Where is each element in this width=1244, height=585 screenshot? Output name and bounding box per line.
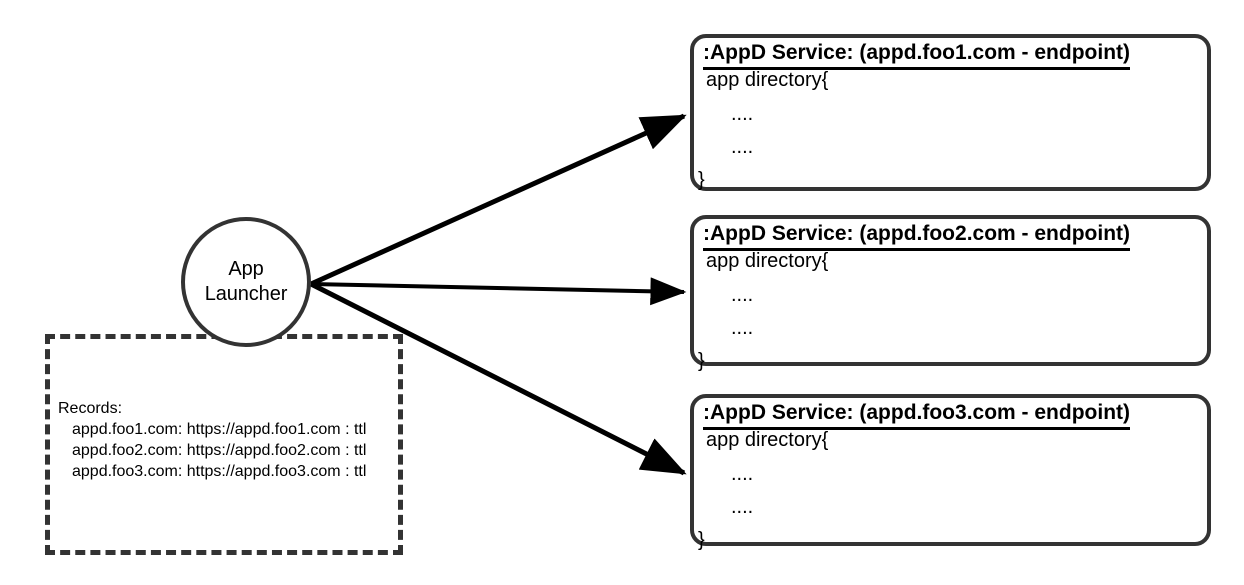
service-directory-entry: ....	[731, 103, 754, 125]
service-body: app directory{ .... .... }	[697, 251, 828, 371]
records-content: Records: appd.foo1.com: https://appd.foo…	[58, 399, 406, 482]
records-title: Records:	[58, 400, 123, 417]
record-entry: appd.foo2.com: https://appd.foo2.com : t…	[72, 442, 367, 459]
record-entry: appd.foo3.com: https://appd.foo3.com : t…	[72, 463, 367, 480]
service-title: :AppD Service: (appd.foo2.com - endpoint…	[703, 221, 1131, 251]
service-directory-entry: ....	[731, 496, 754, 518]
service-box-appd-foo3[interactable]: :AppD Service: (appd.foo3.com - endpoint…	[690, 394, 1211, 550]
service-title: :AppD Service: (appd.foo1.com - endpoint…	[703, 40, 1131, 70]
app-launcher-node[interactable]: App Launcher	[181, 217, 311, 347]
service-directory-entry: ....	[731, 136, 754, 158]
service-directory-open: app directory{	[706, 69, 829, 91]
service-directory-entry: ....	[731, 284, 754, 306]
service-directory-close: }	[698, 529, 705, 551]
service-directory-open: app directory{	[706, 250, 829, 272]
arrow-launcher-to-service-3	[309, 281, 687, 476]
service-box-appd-foo2[interactable]: :AppD Service: (appd.foo2.com - endpoint…	[690, 215, 1211, 371]
service-directory-entry: ....	[731, 317, 754, 339]
service-directory-close: }	[698, 169, 705, 191]
service-directory-entry: ....	[731, 463, 754, 485]
arrow-launcher-to-service-2	[310, 277, 687, 306]
service-body: app directory{ .... .... }	[697, 70, 828, 190]
app-launcher-label: App Launcher	[204, 258, 288, 305]
arrow-launcher-to-service-1	[309, 113, 687, 287]
service-directory-open: app directory{	[706, 429, 829, 451]
service-box-appd-foo1[interactable]: :AppD Service: (appd.foo1.com - endpoint…	[690, 34, 1211, 191]
records-list: appd.foo1.com: https://appd.foo1.com : t…	[58, 419, 406, 482]
service-directory-close: }	[698, 350, 705, 372]
record-entry: appd.foo1.com: https://appd.foo1.com : t…	[72, 421, 367, 438]
service-body: app directory{ .... .... }	[697, 430, 828, 550]
service-title: :AppD Service: (appd.foo3.com - endpoint…	[703, 400, 1131, 430]
records-box: Records: appd.foo1.com: https://appd.foo…	[45, 334, 403, 555]
